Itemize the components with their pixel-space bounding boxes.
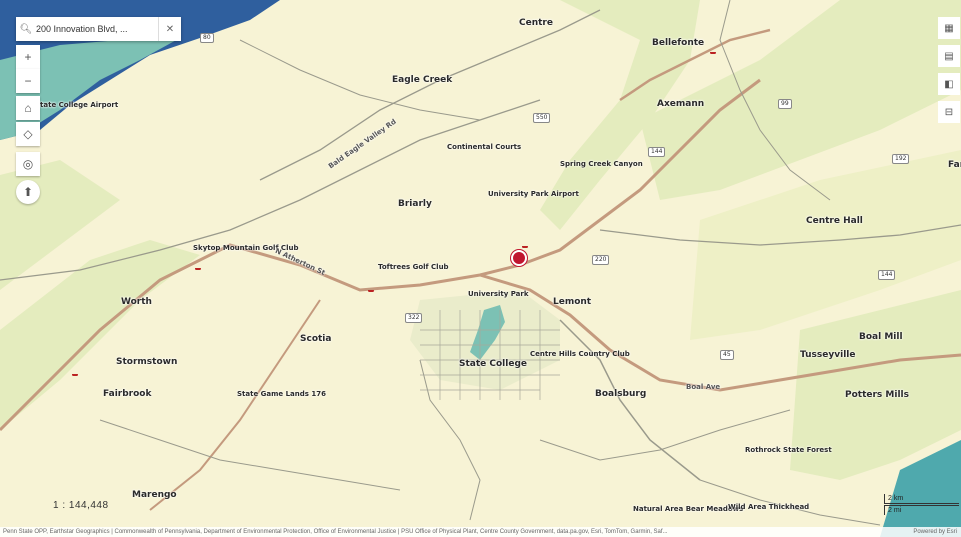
search-icon[interactable]: 🔍︎ xyxy=(19,23,33,35)
place-label: Scotia xyxy=(300,334,332,344)
place-label: Boal Mill xyxy=(859,332,903,342)
attribution-bar: Penn State OPP, Earthstar Geographics | … xyxy=(0,527,961,537)
place-label: Skytop Mountain Golf Club xyxy=(193,244,299,252)
place-label: Fairbrook xyxy=(103,389,152,399)
route-shield: 322 xyxy=(405,313,423,323)
place-label: Continental Courts xyxy=(447,143,522,151)
place-label: Toftrees Golf Club xyxy=(378,263,449,271)
place-label: University Park xyxy=(468,290,529,298)
place-label: Bellefonte xyxy=(652,38,705,48)
interstate-shield xyxy=(522,246,528,248)
route-shield: 144 xyxy=(878,270,896,280)
interstate-shield xyxy=(368,290,374,292)
search-input[interactable]: 200 Innovation Blvd, ... xyxy=(36,24,128,34)
interstate-shield xyxy=(72,374,78,376)
scale-bar: 2 km 2 mi xyxy=(884,494,959,519)
route-shield: 220 xyxy=(592,255,610,265)
route-shield: 550 xyxy=(533,113,551,123)
powered-by-link[interactable]: Powered by Esri xyxy=(913,529,957,535)
interstate-shield xyxy=(195,268,201,270)
location-pin[interactable] xyxy=(511,250,527,266)
layers-button[interactable]: ◇ xyxy=(16,122,40,146)
route-shield: 144 xyxy=(648,147,666,157)
route-shield: 80 xyxy=(200,33,214,43)
place-label: Wild Area Thickhead xyxy=(728,503,810,511)
place-label: Briarly xyxy=(398,199,432,209)
search-box[interactable]: 🔍︎ 200 Innovation Blvd, ... ✕ xyxy=(16,17,181,41)
place-label: Axemann xyxy=(657,99,705,109)
attribution-text: Penn State OPP, Earthstar Geographics | … xyxy=(3,529,668,535)
route-shield: 192 xyxy=(892,154,910,164)
scale-mi: 2 mi xyxy=(884,505,959,515)
place-label: Potters Mills xyxy=(845,390,909,400)
place-label: Worth xyxy=(121,297,152,307)
place-label: State Game Lands 176 xyxy=(237,390,326,398)
compass-button[interactable]: ⬆ xyxy=(16,180,40,204)
home-button[interactable]: ⌂ xyxy=(16,96,40,120)
place-label: Centre xyxy=(519,18,553,28)
zoom-out-button[interactable]: − xyxy=(16,69,40,93)
place-label: Boalsburg xyxy=(595,389,647,399)
zoom-in-button[interactable]: + xyxy=(16,45,40,69)
route-shield: 99 xyxy=(778,99,792,109)
measure-button[interactable]: ⊟ xyxy=(938,101,960,123)
place-label: State College xyxy=(459,359,528,369)
place-label: University Park Airport xyxy=(488,190,579,198)
basemap-gallery-button[interactable]: ▦ xyxy=(938,17,960,39)
place-label: Rothrock State Forest xyxy=(745,446,832,454)
place-label: Far xyxy=(948,160,961,170)
place-label: Stormstown xyxy=(116,357,178,367)
place-label: Centre Hall xyxy=(806,216,863,226)
place-label: State College Airport xyxy=(35,101,119,109)
route-shield: 45 xyxy=(720,350,734,360)
close-icon[interactable]: ✕ xyxy=(158,17,181,41)
place-label: Tusseyville xyxy=(800,350,856,360)
place-label: Natural Area Bear Meadows xyxy=(633,505,744,513)
place-label: Spring Creek Canyon xyxy=(560,160,643,168)
place-label: Lemont xyxy=(553,297,592,307)
print-button[interactable]: ▤ xyxy=(938,45,960,67)
locate-button[interactable]: ◎ xyxy=(16,152,40,176)
road-label: Boal Ave xyxy=(686,383,721,391)
interstate-shield xyxy=(710,52,716,54)
scale-ratio: 1 : 144,448 xyxy=(53,500,109,511)
place-label: Eagle Creek xyxy=(392,75,453,85)
place-label: Centre Hills Country Club xyxy=(530,350,630,358)
legend-button[interactable]: ◧ xyxy=(938,73,960,95)
place-label: Marengo xyxy=(132,490,177,500)
scale-km: 2 km xyxy=(884,494,959,504)
